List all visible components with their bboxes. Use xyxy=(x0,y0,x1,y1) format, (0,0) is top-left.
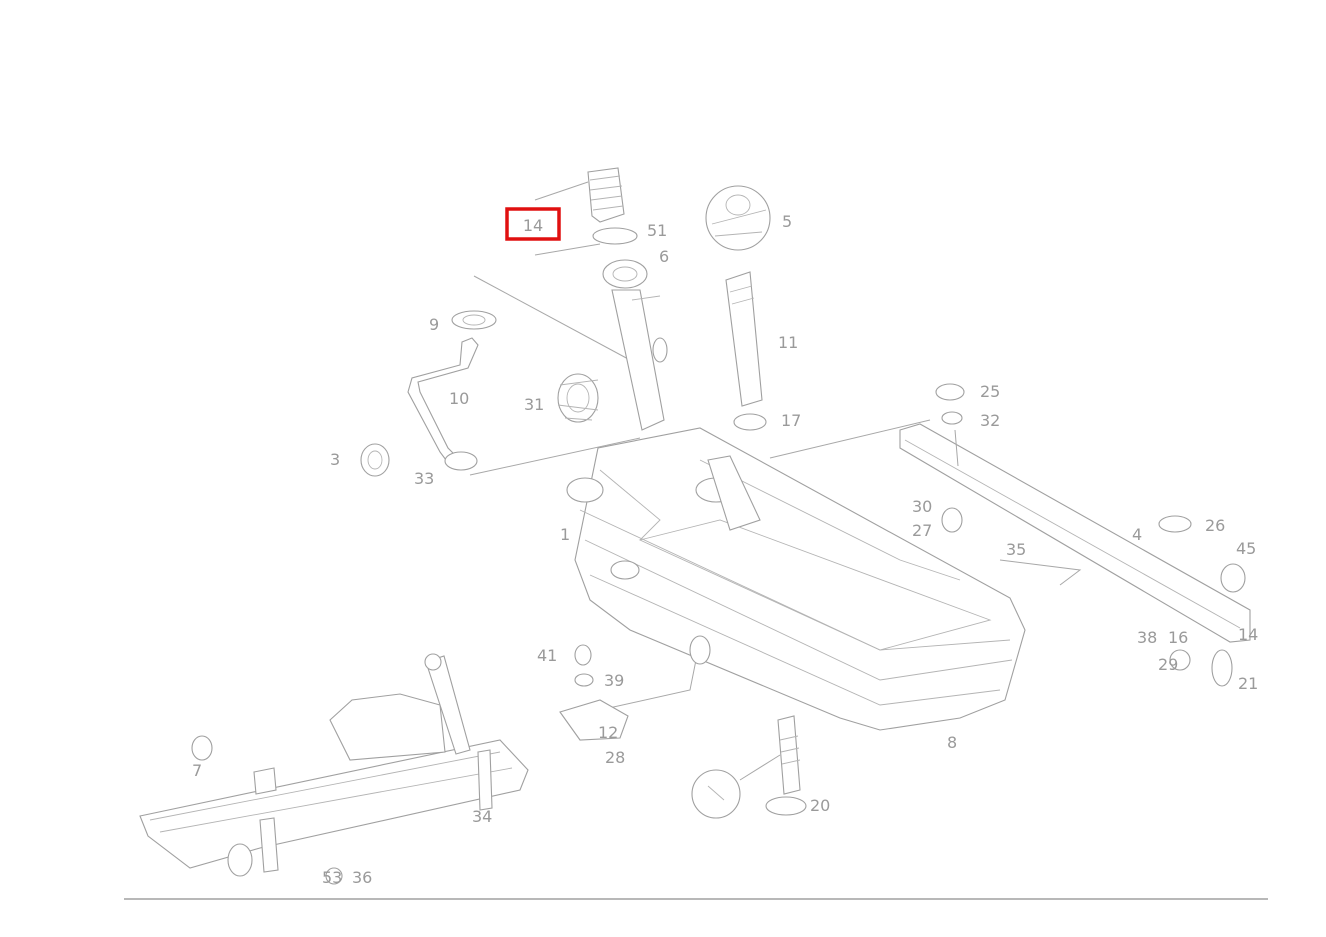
callout-26: 26 xyxy=(1205,516,1225,535)
spring-stack xyxy=(534,167,668,431)
lower-left-rail xyxy=(139,653,529,885)
callout-7: 7 xyxy=(192,761,202,780)
callout-35: 35 xyxy=(1006,540,1026,559)
callout-labels: 14 51 6 5 9 11 10 17 25 32 31 3 33 30 27… xyxy=(192,212,1258,887)
callout-6: 6 xyxy=(659,247,669,266)
lower-bolt-disc xyxy=(559,644,807,819)
bracket-assembly xyxy=(360,275,651,477)
callout-45: 45 xyxy=(1236,539,1256,558)
callout-30: 30 xyxy=(912,497,932,516)
callout-8: 8 xyxy=(947,733,957,752)
callout-21: 21 xyxy=(1238,674,1258,693)
callout-16: 16 xyxy=(1168,628,1188,647)
callout-4: 4 xyxy=(1132,525,1142,544)
cross-rail xyxy=(769,383,1251,687)
callout-3: 3 xyxy=(330,450,340,469)
callout-41: 41 xyxy=(537,646,557,665)
callout-32: 32 xyxy=(980,411,1000,430)
highlight-box[interactable] xyxy=(505,207,561,241)
callout-53: 53 xyxy=(322,868,342,887)
callout-39: 39 xyxy=(604,671,624,690)
callout-14-highlighted[interactable]: 14 xyxy=(523,216,543,235)
callout-12: 12 xyxy=(598,723,618,742)
callout-38: 38 xyxy=(1137,628,1157,647)
callout-29: 29 xyxy=(1158,655,1178,674)
callout-11: 11 xyxy=(778,333,798,352)
callout-28: 28 xyxy=(605,748,625,767)
cap-and-shaft xyxy=(705,185,771,431)
main-tray xyxy=(566,427,1026,731)
callout-14: 14 xyxy=(1238,625,1258,644)
callout-20: 20 xyxy=(810,796,830,815)
callout-9: 9 xyxy=(429,315,439,334)
callout-33: 33 xyxy=(414,469,434,488)
callout-5: 5 xyxy=(782,212,792,231)
callout-51: 51 xyxy=(647,221,667,240)
callout-31: 31 xyxy=(524,395,544,414)
callout-10: 10 xyxy=(449,389,469,408)
callout-27: 27 xyxy=(912,521,932,540)
callout-36: 36 xyxy=(352,868,372,887)
callout-17: 17 xyxy=(781,411,801,430)
callout-1: 1 xyxy=(560,525,570,544)
callout-34: 34 xyxy=(472,807,492,826)
callout-25: 25 xyxy=(980,382,1000,401)
